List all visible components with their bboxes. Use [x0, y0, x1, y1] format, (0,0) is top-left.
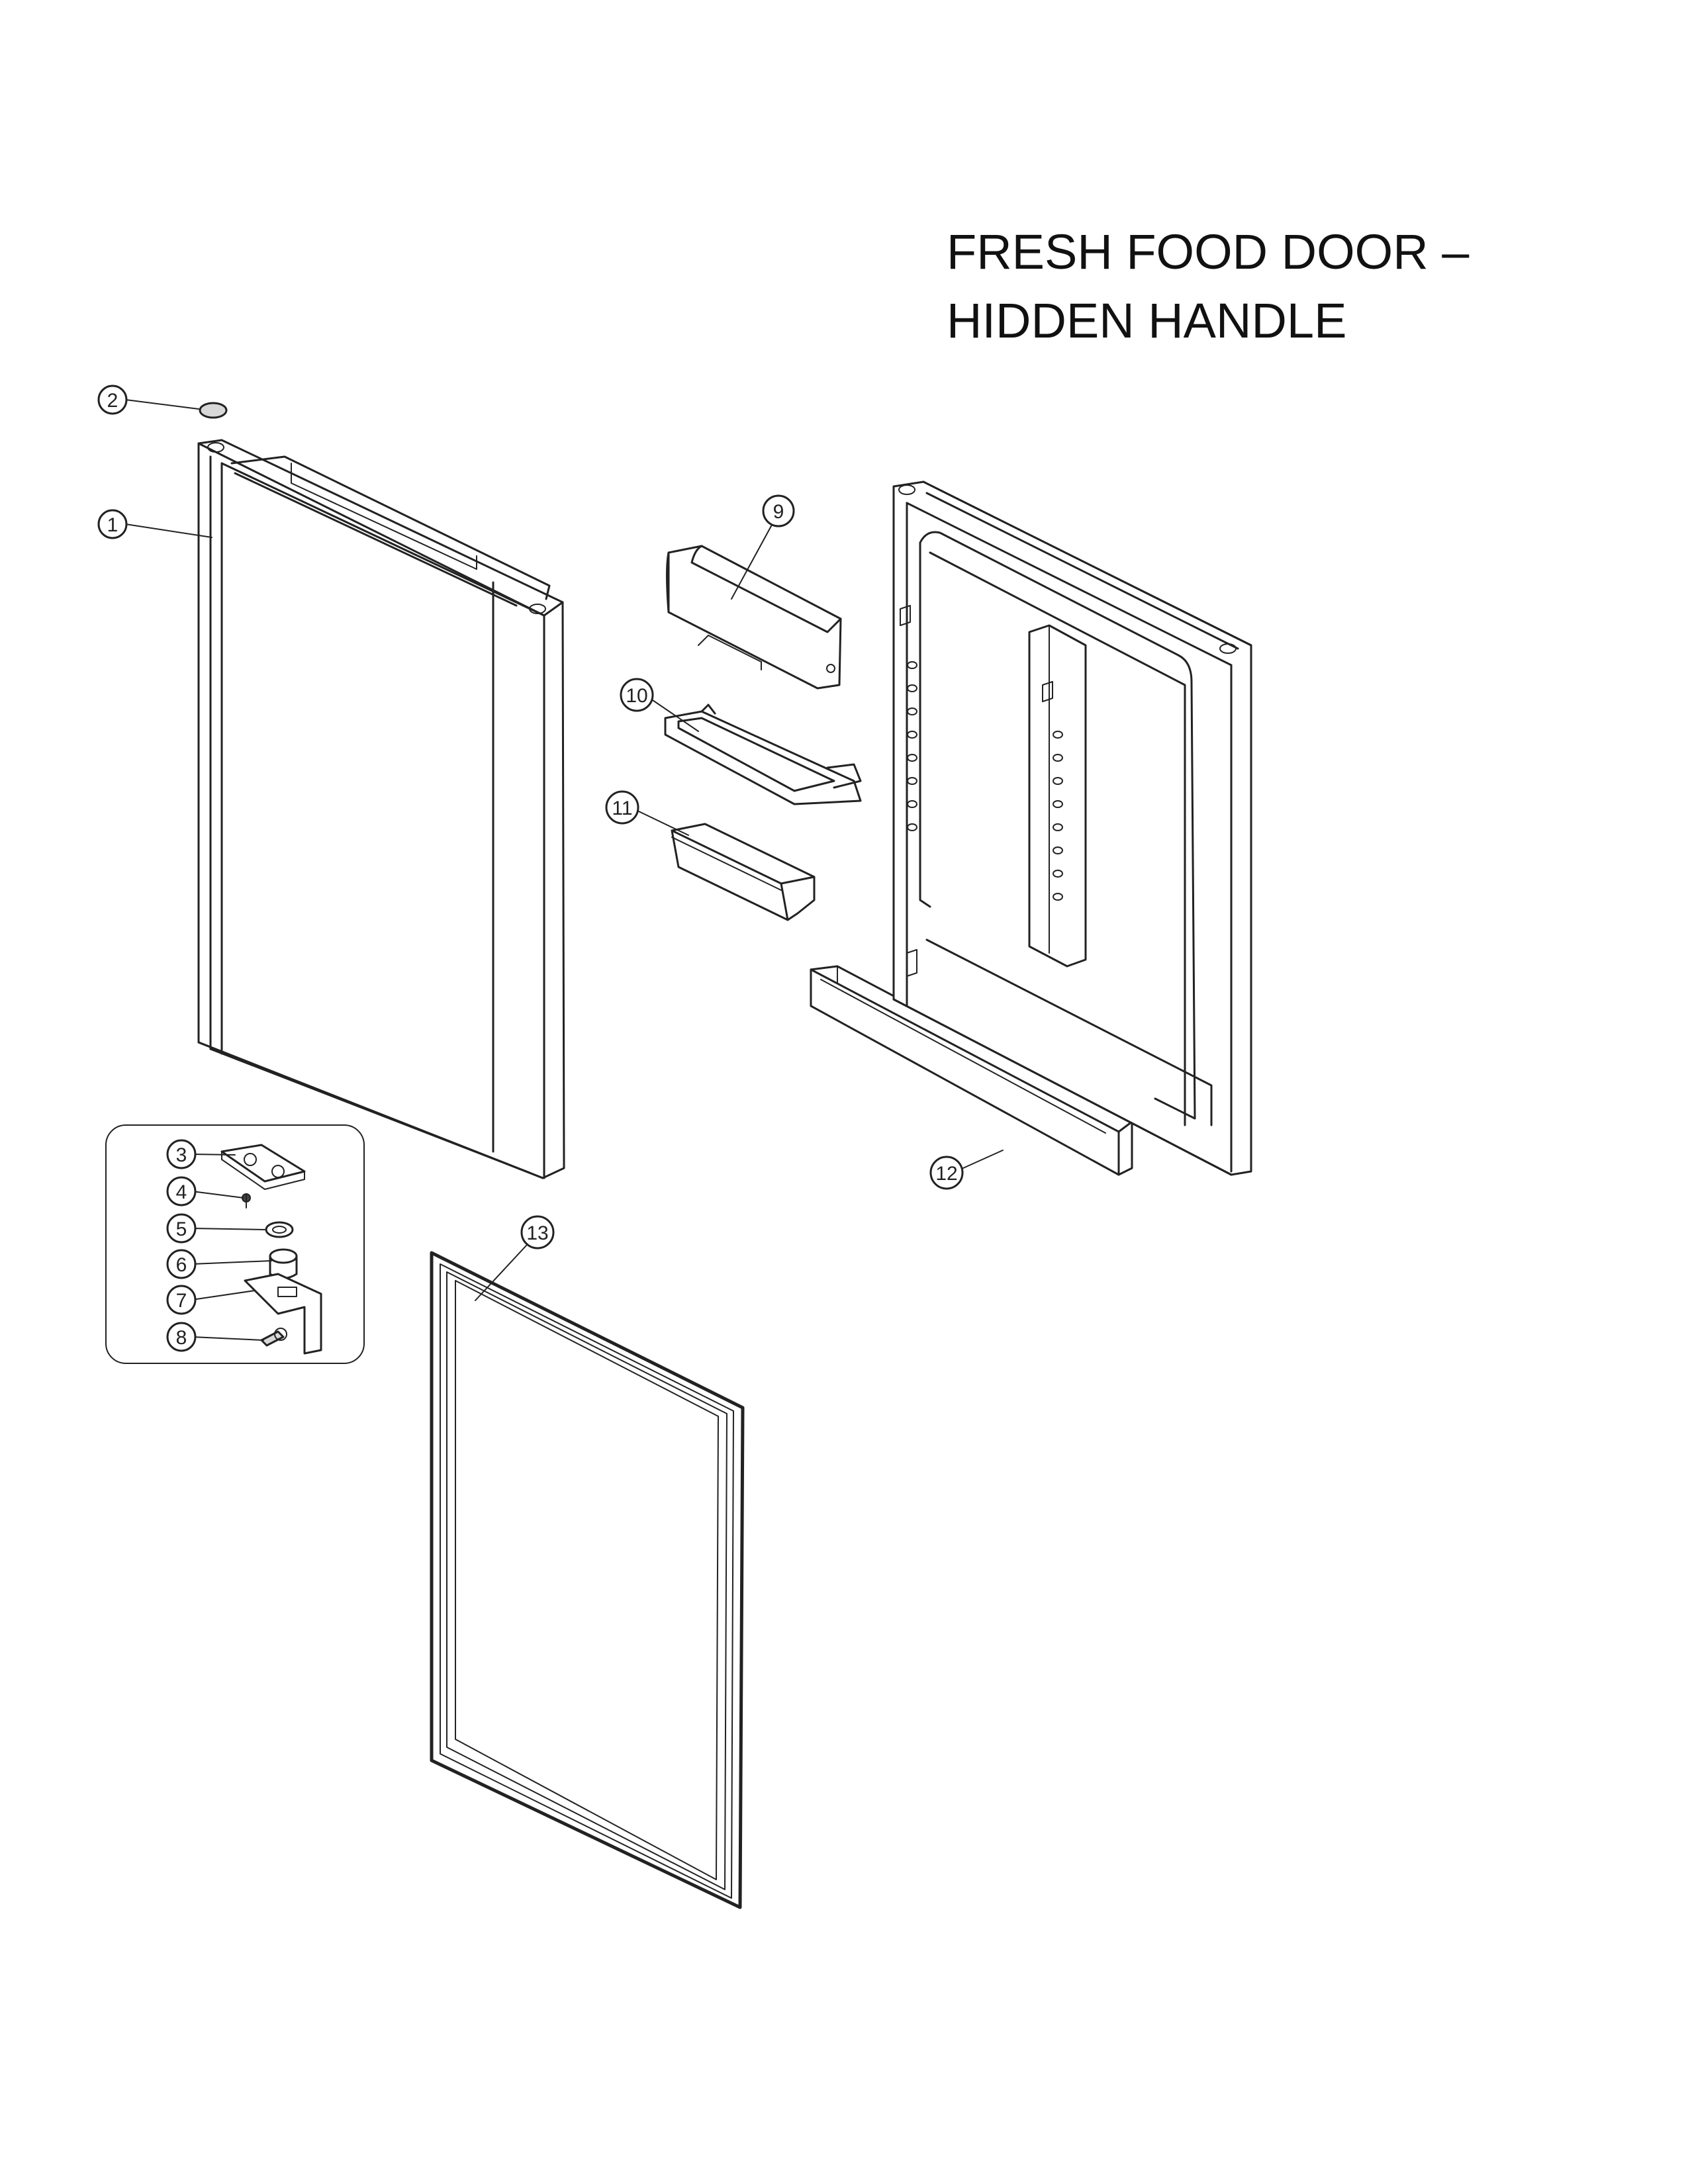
callout-8-label: 8 [176, 1327, 187, 1349]
callout-3-label: 3 [176, 1144, 187, 1166]
part-lower-hinge-bracket [244, 1273, 322, 1355]
part-hinge-plate [220, 1144, 306, 1190]
callout-11: 11 [605, 790, 639, 825]
part-door-outer-panel [197, 439, 565, 1179]
callout-9: 9 [762, 494, 795, 527]
callout-4-label: 4 [176, 1181, 187, 1203]
callout-13-label: 13 [526, 1222, 548, 1244]
callout-7: 7 [166, 1285, 197, 1315]
liner-adjustment-holes [907, 661, 1063, 901]
part-hinge-screw-small [242, 1193, 251, 1208]
callout-10: 10 [620, 678, 654, 712]
callout-balloons: 1 2 3 4 5 6 7 [97, 385, 964, 1352]
callout-leaders [125, 399, 1004, 1341]
part-hinge-cap [199, 402, 228, 419]
callout-1-label: 1 [107, 514, 118, 536]
callout-9-label: 9 [773, 501, 784, 523]
part-door-shelf-rail [810, 965, 1133, 1176]
callout-6: 6 [166, 1249, 197, 1279]
hinge-detail-box [105, 1124, 365, 1364]
callout-11-label: 11 [612, 797, 632, 819]
callout-1: 1 [97, 509, 128, 539]
callout-12-label: 12 [935, 1163, 957, 1185]
callout-10-label: 10 [626, 685, 647, 707]
part-dairy-cover [666, 545, 842, 690]
callout-3: 3 [166, 1139, 197, 1169]
callout-6-label: 6 [176, 1254, 187, 1276]
part-door-gasket [430, 1251, 745, 1909]
part-hinge-washer [265, 1221, 294, 1238]
callout-7-label: 7 [176, 1290, 187, 1312]
callout-12: 12 [929, 1156, 964, 1190]
callout-13: 13 [520, 1215, 555, 1250]
part-hinge-screw-large [260, 1328, 287, 1347]
callout-2: 2 [97, 385, 128, 415]
callout-2-label: 2 [107, 390, 118, 412]
callout-4: 4 [166, 1176, 197, 1206]
callout-8: 8 [166, 1322, 197, 1352]
part-hinge-pin-bushing [269, 1248, 298, 1279]
part-door-bin-small [671, 823, 816, 921]
diagram-title-line-2: HIDDEN HANDLE [947, 293, 1347, 348]
part-door-inner-liner [892, 480, 1252, 1176]
part-dairy-bin-frame [664, 704, 862, 805]
diagram-title-line-1: FRESH FOOD DOOR – [947, 224, 1470, 279]
callout-5: 5 [166, 1213, 197, 1244]
callout-5-label: 5 [176, 1218, 187, 1240]
